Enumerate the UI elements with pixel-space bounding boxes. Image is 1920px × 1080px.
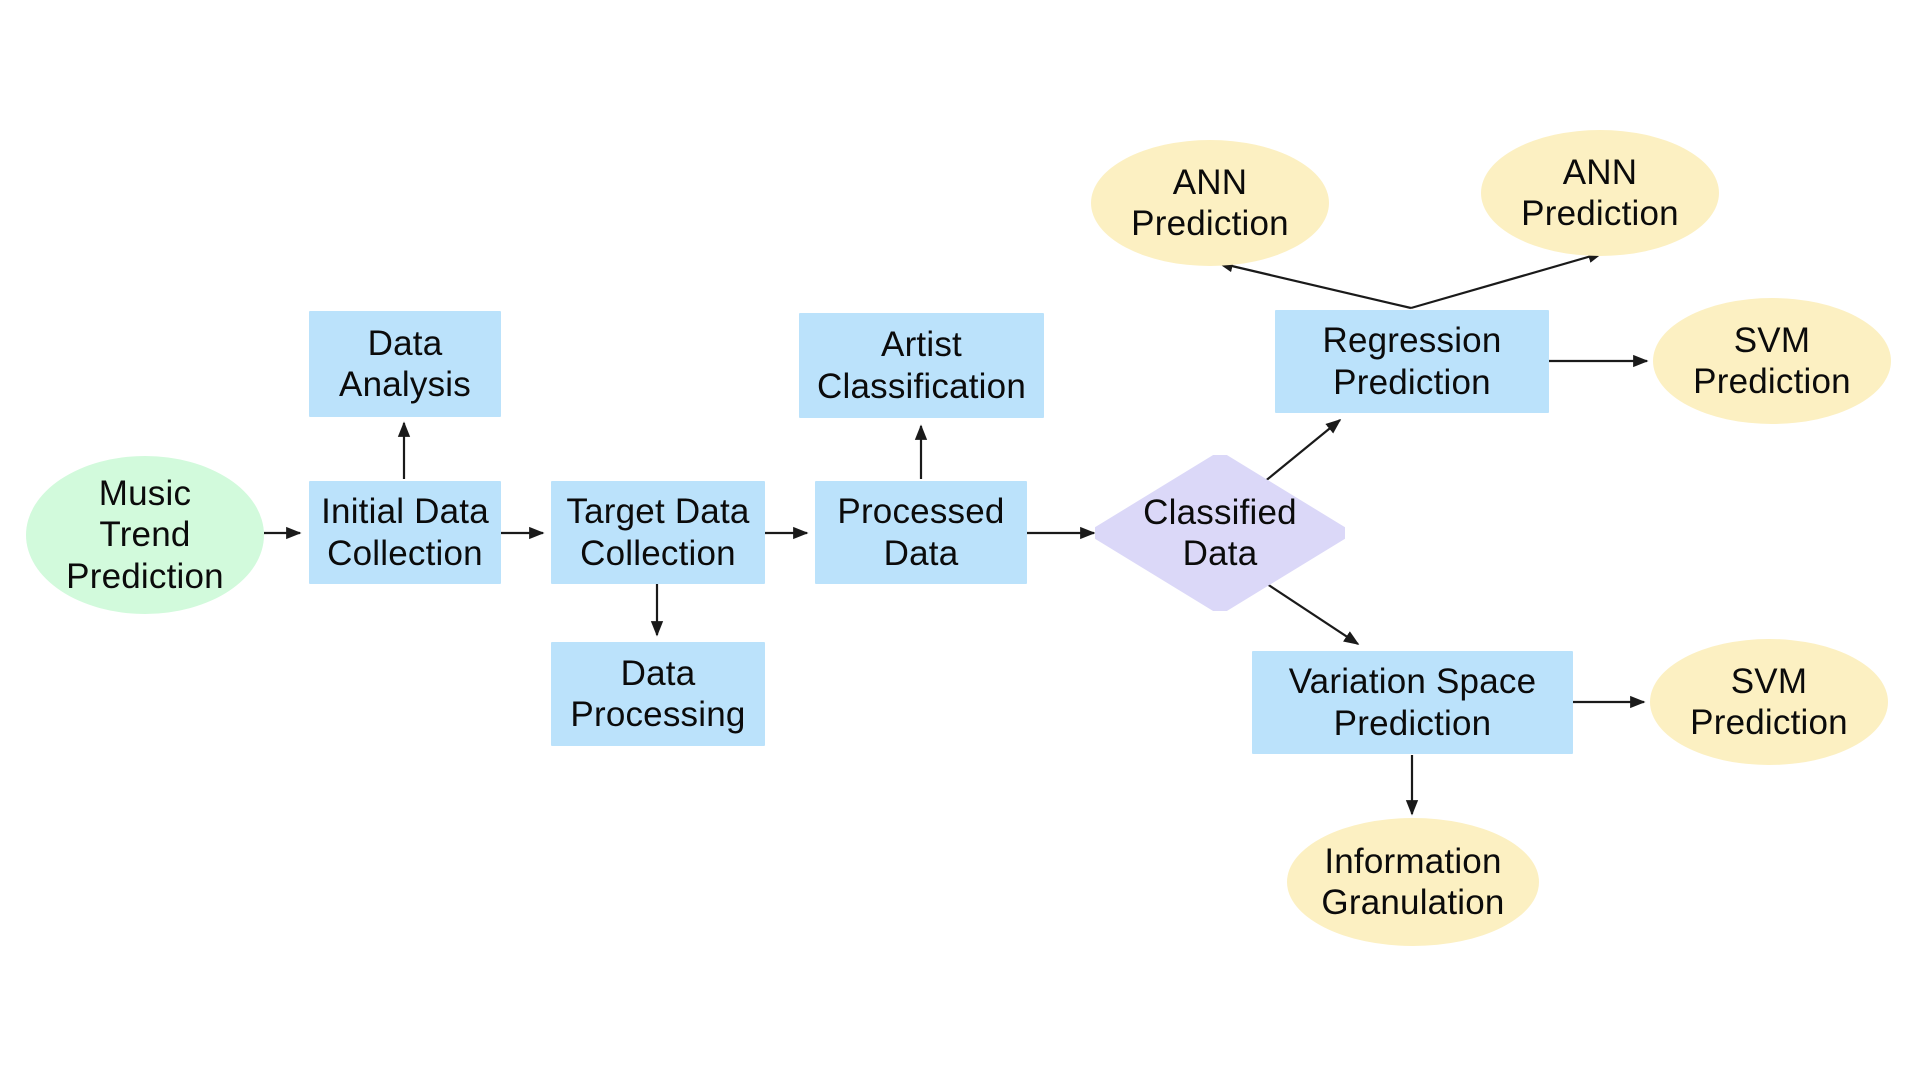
node-music-trend-prediction[interactable]: Music Trend Prediction [26, 456, 264, 614]
node-variation-space-prediction[interactable]: Variation Space Prediction [1252, 651, 1573, 754]
node-processed-data[interactable]: Processed Data [815, 481, 1027, 584]
node-label: Regression Prediction [1322, 321, 1502, 402]
node-label: Classified Data [1143, 492, 1297, 573]
node-ann-prediction-left[interactable]: ANN Prediction [1091, 140, 1329, 266]
edge-regression-to-ann-right [1410, 250, 1604, 310]
node-label: Initial Data Collection [321, 492, 489, 573]
node-label: ANN Prediction [1521, 152, 1679, 233]
node-label: SVM Prediction [1693, 320, 1851, 401]
diamond-shape [1095, 455, 1345, 611]
edge-regression-to-ann-left [1217, 260, 1412, 310]
node-label: ANN Prediction [1131, 162, 1289, 243]
node-ann-prediction-right[interactable]: ANN Prediction [1481, 130, 1719, 256]
node-label: Processed Data [837, 492, 1005, 573]
node-label: SVM Prediction [1690, 661, 1848, 742]
node-svm-prediction-lower[interactable]: SVM Prediction [1650, 639, 1888, 765]
node-label: Data Analysis [339, 323, 471, 404]
node-label: Information Granulation [1321, 841, 1505, 922]
node-regression-prediction[interactable]: Regression Prediction [1275, 310, 1549, 413]
node-label: Target Data Collection [566, 492, 750, 573]
node-data-analysis[interactable]: Data Analysis [309, 311, 501, 417]
node-initial-data-collection[interactable]: Initial Data Collection [309, 481, 501, 584]
node-svm-prediction-upper[interactable]: SVM Prediction [1653, 298, 1891, 424]
node-label: Artist Classification [817, 325, 1026, 406]
node-information-granulation[interactable]: Information Granulation [1287, 818, 1539, 946]
node-classified-data[interactable]: Classified Data [1095, 455, 1345, 611]
node-target-data-collection[interactable]: Target Data Collection [551, 481, 765, 584]
node-artist-classification[interactable]: Artist Classification [799, 313, 1044, 418]
node-label: Variation Space Prediction [1288, 662, 1537, 743]
node-label: Music Trend Prediction [66, 474, 224, 596]
node-label: Data Processing [570, 653, 746, 734]
node-data-processing[interactable]: Data Processing [551, 642, 765, 746]
